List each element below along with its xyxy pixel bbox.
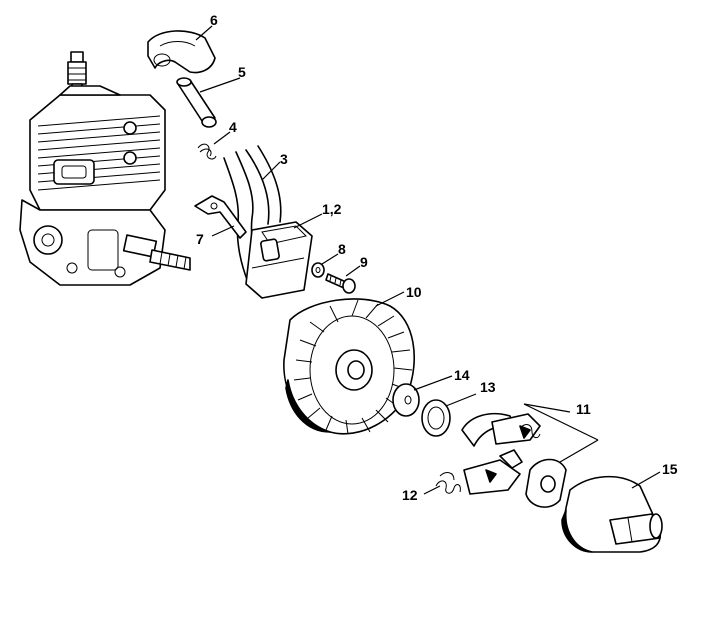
callout-10: 10 — [375, 284, 422, 307]
callout-label-6: 6 — [210, 12, 218, 28]
callout-label-1-2: 1,2 — [322, 201, 342, 217]
part-13-ring-washer — [421, 399, 451, 437]
callout-1-2: 1,2 — [293, 201, 342, 229]
callout-6: 6 — [195, 12, 218, 41]
part-12-clutch-spring — [435, 424, 541, 494]
part-14-washer — [392, 383, 420, 417]
callout-8: 8 — [321, 241, 346, 265]
callout-label-10: 10 — [406, 284, 422, 300]
callout-7: 7 — [196, 225, 235, 247]
callout-label-9: 9 — [360, 254, 368, 270]
crankshaft — [122, 234, 191, 271]
part-4-spring-clip — [197, 143, 217, 160]
part-9-screw — [325, 273, 356, 294]
callout-13: 13 — [445, 379, 496, 407]
part-8-washer — [311, 262, 325, 278]
callout-label-12: 12 — [402, 487, 418, 503]
callout-5: 5 — [199, 64, 246, 93]
callout-15: 15 — [631, 461, 678, 489]
part-10-flywheel — [283, 298, 416, 435]
callout-12: 12 — [402, 485, 441, 503]
callout-label-13: 13 — [480, 379, 496, 395]
callout-label-14: 14 — [454, 367, 470, 383]
callout-9: 9 — [345, 254, 368, 277]
callout-label-11: 11 — [576, 401, 591, 417]
part-6-plug-cover — [147, 30, 216, 74]
part-11-clutch — [461, 412, 567, 508]
flywheel-fins — [293, 299, 413, 435]
callout-label-3: 3 — [280, 151, 288, 167]
callout-14: 14 — [413, 367, 470, 391]
callout-label-5: 5 — [238, 64, 246, 80]
part-15-clutch-drum — [561, 475, 663, 553]
callout-11: 11 — [523, 401, 599, 463]
part-1-2-ignition-module — [245, 221, 313, 299]
callout-3: 3 — [261, 151, 288, 181]
engine-cylinder-assembly — [19, 51, 191, 286]
part-5-lead-sleeve — [176, 77, 217, 128]
callout-label-15: 15 — [662, 461, 678, 477]
callout-4: 4 — [213, 119, 237, 145]
callout-label-8: 8 — [338, 241, 346, 257]
callout-label-7: 7 — [196, 231, 204, 247]
part-7-bracket — [194, 195, 247, 239]
callout-label-4: 4 — [229, 119, 237, 135]
